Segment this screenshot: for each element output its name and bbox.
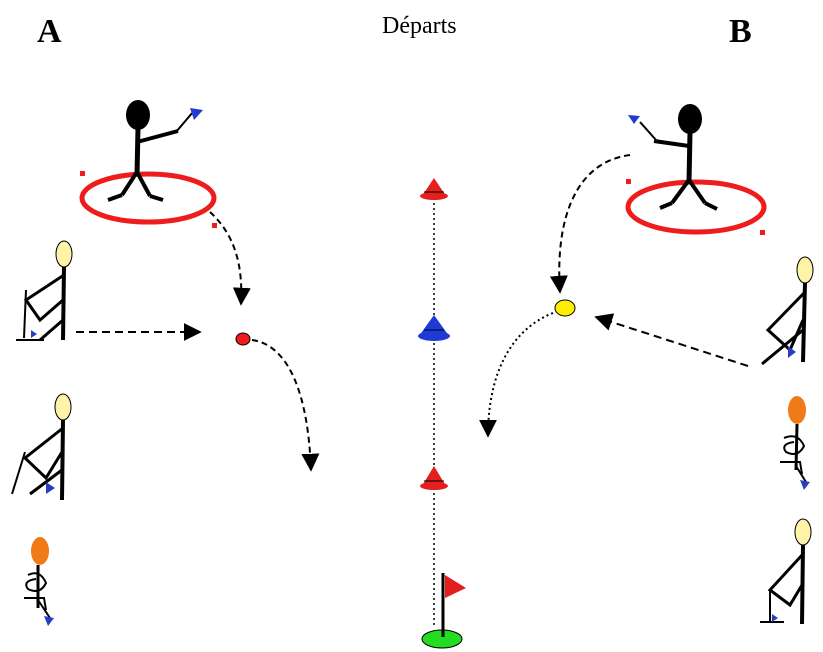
- stick-figure-icon: [16, 240, 73, 342]
- circle-marker: [760, 230, 765, 235]
- arrow-icon: [549, 154, 631, 294]
- stick-figure-icon: [24, 537, 54, 626]
- arrow-icon: [479, 312, 554, 438]
- ball-b-icon: [554, 299, 576, 317]
- stick-figure-icon: [11, 393, 72, 501]
- arrow-icon: [209, 211, 251, 306]
- ball-a-icon: [235, 332, 251, 346]
- start-circle-a: [79, 171, 217, 225]
- flag-icon: [441, 573, 466, 637]
- arrow-icon: [594, 313, 749, 367]
- circle-marker: [212, 223, 217, 228]
- circle-marker: [80, 171, 85, 176]
- diagram-title: Départs: [382, 13, 457, 39]
- stick-figure-icon: [760, 518, 812, 625]
- stick-figure-icon: [628, 104, 718, 211]
- circle-marker: [626, 179, 631, 184]
- cone-icon: [418, 315, 450, 341]
- stick-figure-icon: [107, 100, 203, 202]
- start-circle-b: [625, 179, 767, 235]
- arrow-icon: [251, 339, 320, 472]
- stick-figure-icon: [780, 396, 810, 490]
- stick-figure-icon: [761, 256, 814, 366]
- cone-icon: [420, 178, 448, 200]
- cone-icon: [420, 466, 448, 490]
- team-a-label: A: [37, 13, 62, 50]
- team-b-label: B: [729, 13, 752, 50]
